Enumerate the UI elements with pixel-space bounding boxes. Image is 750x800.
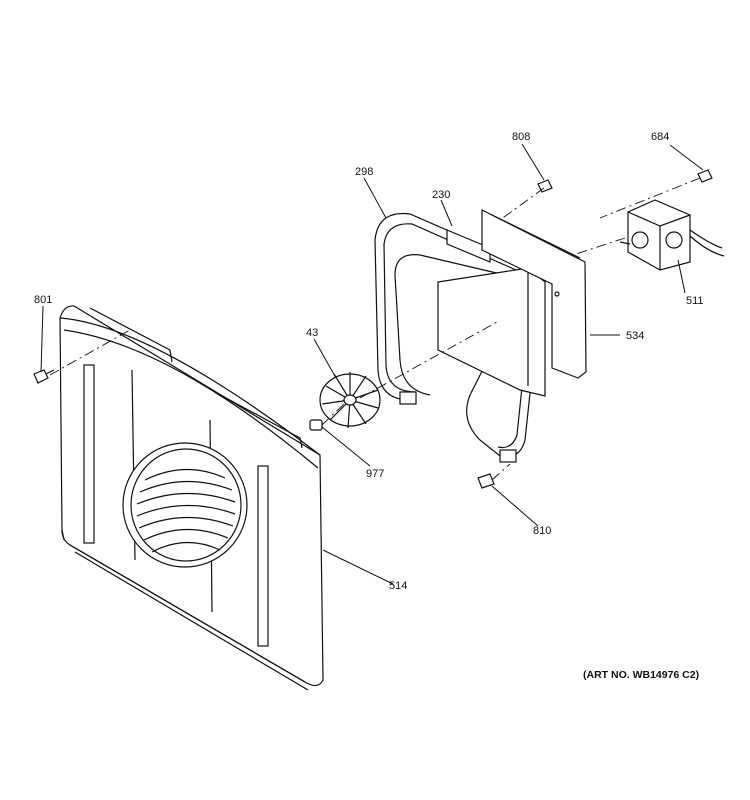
callout-534: 534: [626, 330, 644, 342]
callout-43: 43: [306, 327, 318, 339]
motor-511: [619, 199, 725, 271]
screw-684: [697, 169, 713, 183]
callout-514: 514: [389, 580, 407, 592]
screw-810: [477, 473, 495, 489]
assembly-lines: [49, 177, 701, 481]
leader-lines: [40, 143, 704, 585]
callout-684: 684: [651, 131, 669, 143]
screw-801: [33, 369, 55, 384]
callout-298: 298: [355, 166, 373, 178]
callout-810: 810: [533, 525, 551, 537]
back-panel-514: [59, 305, 324, 691]
fan-blade-43: [319, 372, 381, 429]
nut-977: [309, 419, 323, 431]
callout-808: 808: [512, 131, 530, 143]
back-plate-534: [481, 209, 587, 379]
callout-977: 977: [366, 468, 384, 480]
callout-801: 801: [34, 294, 52, 306]
shield-230: [437, 229, 546, 397]
callout-labels: 808 684 298 230 801 43 511 534 977 810 5…: [34, 131, 704, 592]
art-number-note: (ART NO. WB14976 C2): [583, 669, 699, 681]
screw-808: [537, 179, 553, 193]
callout-230: 230: [432, 189, 450, 201]
callout-511: 511: [686, 295, 704, 307]
